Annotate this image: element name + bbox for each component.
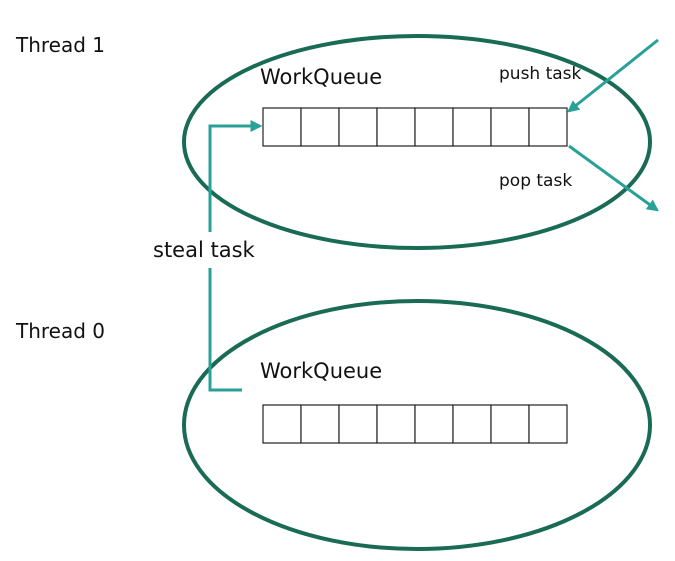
thread-1-label: Thread 1: [15, 33, 105, 57]
thread-0-queue-cell: [414, 404, 454, 444]
thread-0-queue-cell: [338, 404, 378, 444]
thread-1-queue-cell: [414, 107, 454, 147]
pop-task-arrow: [568, 144, 659, 212]
thread-1-queue-cell: [528, 107, 568, 147]
thread-0-queue-cell: [528, 404, 568, 444]
thread-0-queue-cell: [376, 404, 416, 444]
thread-1-queue-cell: [490, 107, 530, 147]
thread-0-ellipse: [182, 299, 652, 551]
thread-1-queue-cell: [376, 107, 416, 147]
thread-1-queue-cell: [338, 107, 378, 147]
thread-1-queue-cell: [262, 107, 302, 147]
thread-1-queue-cell: [452, 107, 492, 147]
steal-task-label: steal task: [153, 238, 256, 262]
thread-1-workqueue-label: WorkQueue: [260, 65, 382, 89]
thread-1-ellipse: [182, 34, 652, 250]
steal-task-arrow: [208, 120, 263, 232]
thread-0-queue-cell: [262, 404, 302, 444]
thread-0-queue-cell: [452, 404, 492, 444]
thread-0-workqueue-label: WorkQueue: [260, 359, 382, 383]
thread-0-queue-cell: [300, 404, 340, 444]
thread-0-label: Thread 0: [15, 319, 105, 343]
thread-1-workqueue: [262, 107, 568, 147]
steal-task-connector-lower: [208, 268, 242, 392]
thread-1-queue-cell: [300, 107, 340, 147]
push-task-label: push task: [499, 64, 582, 84]
pop-task-label: pop task: [499, 171, 572, 191]
thread-0-workqueue: [262, 404, 568, 444]
thread-0-queue-cell: [490, 404, 530, 444]
push-task-arrow: [567, 38, 659, 113]
